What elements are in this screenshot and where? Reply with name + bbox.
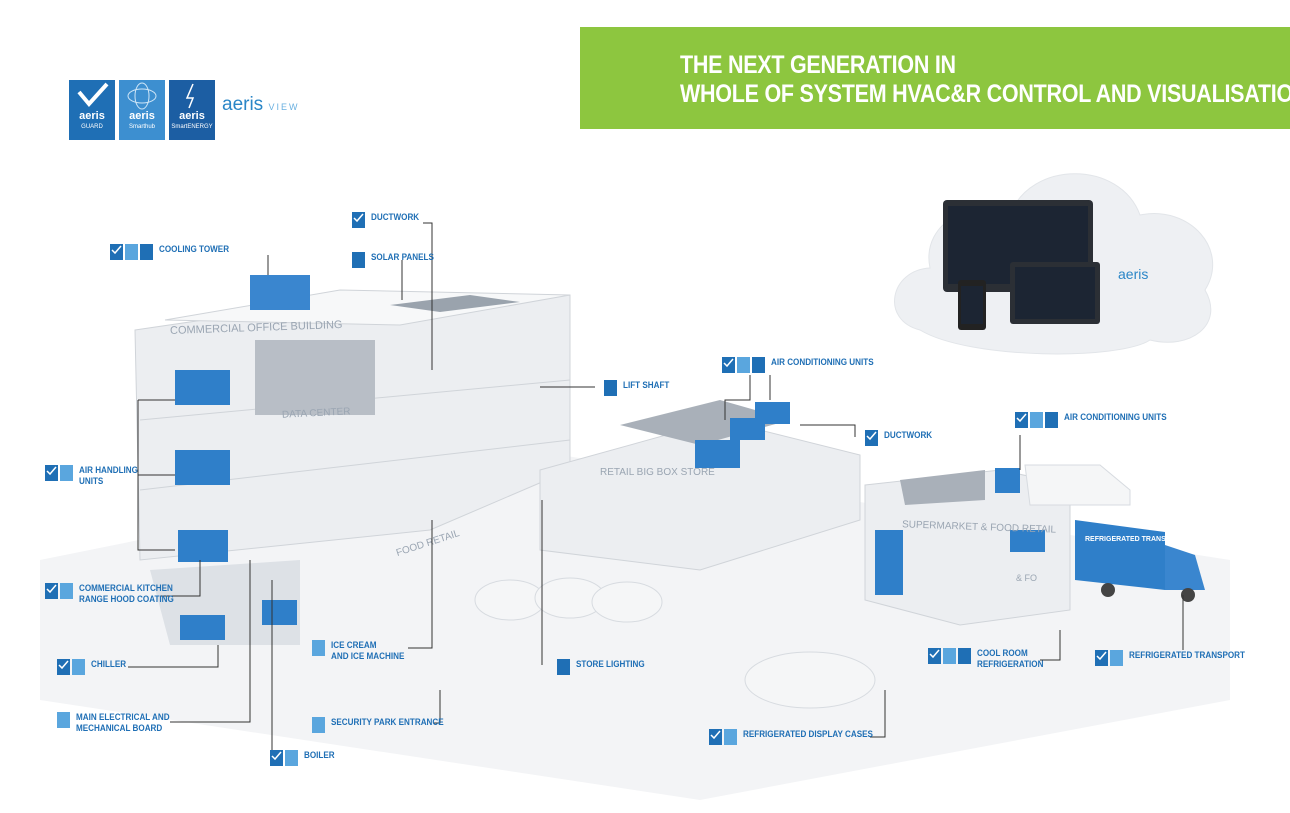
label-security: SECURITY PARK ENTRANCE [312, 717, 456, 733]
aeris-smarthub-icon [72, 659, 85, 675]
aeris-smartenergy-icon [958, 648, 971, 664]
label-chiller: CHILLER [57, 659, 130, 675]
banner-title-line-1: THE NEXT GENERATION IN [680, 51, 956, 79]
label-ductwork-top: DUCTWORK [352, 212, 425, 228]
label-ac-units-right: AIR CONDITIONING UNITS [1015, 412, 1178, 428]
label-cooling-tower: COOLING TOWER [110, 244, 237, 260]
aeris-smarthub-icon [60, 465, 73, 481]
aeris-guard-icon [270, 750, 283, 766]
label-cool-room: COOL ROOM REFRIGERATION [928, 648, 1051, 670]
sign-supermarket-short: & FO [1016, 573, 1038, 583]
header-banner: THE NEXT GENERATION IN WHOLE OF SYSTEM H… [580, 27, 1290, 129]
aeris-smarthub-icon [57, 712, 70, 728]
aeris-guard-icon [709, 729, 722, 745]
aeris-smarthub-icon [1030, 412, 1043, 428]
aeris-guard-icon [1015, 412, 1028, 428]
aeris-smartenergy-icon [752, 357, 765, 373]
label-air-handling: AIR HANDLING UNITS [45, 465, 145, 487]
aeris-view-logo: aeris VIEW [222, 94, 300, 115]
aeris-guard-icon [1095, 650, 1108, 666]
aeris-smarthub-icon [1110, 650, 1123, 666]
label-boiler: BOILER [270, 750, 338, 766]
aeris-smartenergy-icon [557, 659, 570, 675]
aeris-smarthub-icon [60, 583, 73, 599]
aeris-smartenergy-icon [1045, 412, 1058, 428]
aeris-guard-icon [722, 357, 735, 373]
aeris-smarthub-icon [125, 244, 138, 260]
aeris-smarthub-icon [737, 357, 750, 373]
label-electrical: MAIN ELECTRICAL AND MECHANICAL BOARD [57, 712, 180, 734]
label-kitchen: COMMERCIAL KITCHEN RANGE HOOD COATING [45, 583, 184, 605]
label-store-lighting: STORE LIGHTING [557, 659, 652, 675]
label-ref-display: REFRIGERATED DISPLAY CASES [709, 729, 887, 745]
label-ice-cream: ICE CREAM AND ICE MACHINE [312, 640, 413, 662]
aeris-guard-icon [110, 244, 123, 260]
sign-bigbox: RETAIL BIG BOX STORE [600, 467, 715, 478]
aeris-guard-icon [57, 659, 70, 675]
banner-title-line-2: WHOLE OF SYSTEM HVAC&R CONTROL AND VISUA… [680, 80, 1290, 108]
aeris-guard-icon [865, 430, 878, 446]
aeris-guard-icon [45, 465, 58, 481]
label-ac-units-mid: AIR CONDITIONING UNITS [722, 357, 885, 373]
aeris-guard-icon [928, 648, 941, 664]
aeris-smarthub-icon [724, 729, 737, 745]
aeris-guard-icon [45, 583, 58, 599]
label-ref-transport: REFRIGERATED TRANSPORT [1095, 650, 1258, 666]
aeris-smarthub-icon [604, 380, 617, 396]
aeris-smartenergy-icon [140, 244, 153, 260]
aeris-smarthub-icon [285, 750, 298, 766]
aeris-smarthub-icon [312, 717, 325, 733]
label-solar-panels: SOLAR PANELS [352, 252, 441, 268]
aeris-guard-icon [352, 212, 365, 228]
label-lift-shaft: LIFT SHAFT [604, 380, 675, 396]
aeris-smarthub-icon [312, 640, 325, 656]
label-ductwork-mid: DUCTWORK [865, 430, 938, 446]
sign-truck: REFRIGERATED TRANSPORT [1085, 536, 1186, 543]
aeris-smarthub-icon [943, 648, 956, 664]
aeris-smartenergy-icon [352, 252, 365, 268]
cloud-aeris-logo: aeris [1118, 266, 1149, 282]
